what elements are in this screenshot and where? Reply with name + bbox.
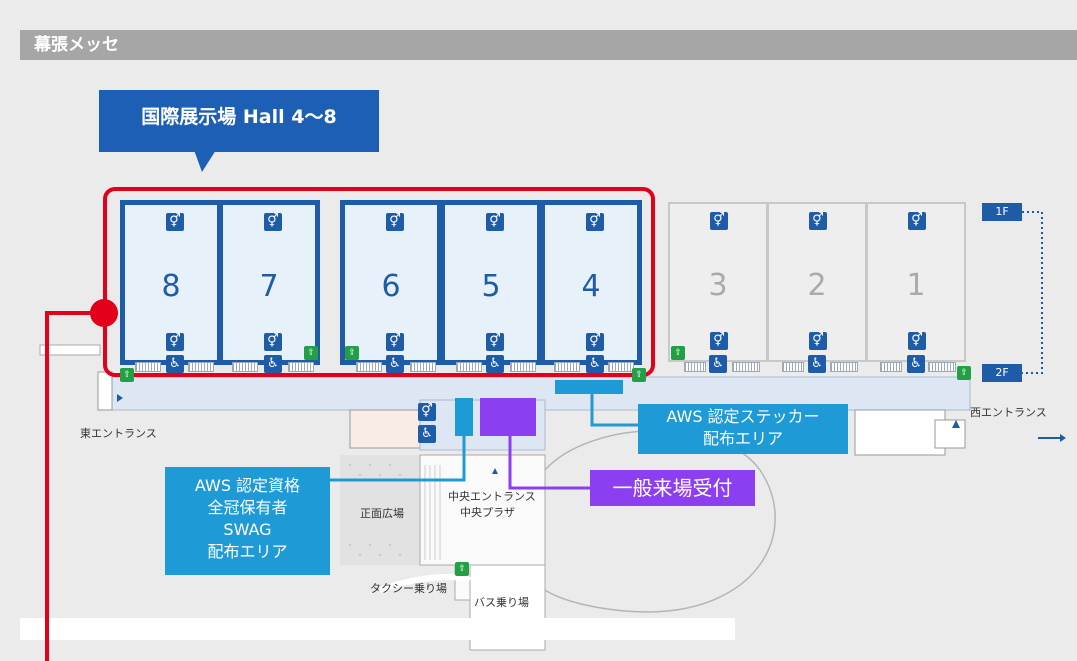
emergency-exit-icon: ⇧ bbox=[671, 346, 685, 360]
wheelchair-icon: ♿ bbox=[486, 355, 504, 373]
wheelchair-icon: ♿ bbox=[709, 355, 727, 373]
hall-2[interactable]: ⚥ 2 ⚥ bbox=[767, 202, 867, 362]
taxi-stand-label: タクシー乗り場 bbox=[370, 582, 447, 595]
swag-area-line3: SWAG bbox=[223, 520, 272, 539]
reception-label: 一般来場受付 bbox=[612, 476, 733, 500]
restroom-icon: ⚥ bbox=[166, 213, 184, 231]
hall-3[interactable]: ⚥ 3 ⚥ bbox=[668, 202, 768, 362]
swag-area-marker bbox=[455, 398, 473, 436]
sticker-area-box: AWS 認定ステッカー 配布エリア bbox=[638, 404, 848, 454]
east-entrance-label: 東エントランス bbox=[80, 427, 157, 440]
restroom-icon: ⚥ bbox=[264, 213, 282, 231]
stairs bbox=[456, 362, 482, 372]
stairs bbox=[782, 362, 804, 372]
floor-tag-label: 1F bbox=[995, 205, 1009, 218]
stairs bbox=[410, 362, 436, 372]
hall-number: 1 bbox=[906, 268, 926, 303]
hall-number: 6 bbox=[381, 269, 401, 304]
wheelchair-icon: ♿ bbox=[586, 355, 604, 373]
sticker-area-line2: 配布エリア bbox=[702, 429, 783, 448]
floor-tag-label: 2F bbox=[995, 366, 1009, 379]
sticker-area-marker bbox=[555, 380, 623, 394]
wheelchair-icon: ♿ bbox=[418, 425, 436, 443]
sticker-area-line1: AWS 認定ステッカー bbox=[666, 407, 820, 426]
stairs bbox=[928, 362, 956, 372]
hall-1[interactable]: ⚥ 1 ⚥ bbox=[866, 202, 966, 362]
stairs bbox=[510, 362, 536, 372]
restroom-icon: ⚥ bbox=[809, 212, 827, 230]
venue-header: 幕張メッセ bbox=[20, 30, 1077, 60]
stairs bbox=[232, 362, 258, 372]
stairs bbox=[830, 362, 858, 372]
reception-marker bbox=[480, 398, 536, 436]
restroom-icon: ⚥ bbox=[386, 333, 404, 351]
floor-tag-2f: 2F bbox=[982, 364, 1022, 382]
west-entrance-label: 西エントランス bbox=[970, 406, 1047, 419]
stairs bbox=[608, 362, 634, 372]
swag-area-line2: 全冠保有者 bbox=[207, 498, 288, 517]
restroom-icon: ⚥ bbox=[418, 403, 436, 421]
floor-tag-1f: 1F bbox=[982, 203, 1022, 221]
emergency-exit-icon: ⇧ bbox=[120, 368, 134, 382]
hall-number: 4 bbox=[581, 269, 601, 304]
restroom-icon: ⚥ bbox=[264, 333, 282, 351]
hall-number: 8 bbox=[161, 269, 181, 304]
stairs bbox=[135, 362, 161, 372]
restroom-icon: ⚥ bbox=[908, 332, 926, 350]
venue-title: 幕張メッセ bbox=[34, 35, 119, 55]
stairs bbox=[684, 362, 706, 372]
hall-4[interactable]: ⚥ 4 ⚥ bbox=[540, 200, 642, 365]
emergency-exit-icon: ⇧ bbox=[455, 562, 469, 576]
restroom-icon: ⚥ bbox=[908, 212, 926, 230]
restroom-icon: ⚥ bbox=[386, 213, 404, 231]
emergency-exit-icon: ⇧ bbox=[957, 366, 971, 380]
restroom-icon: ⚥ bbox=[809, 332, 827, 350]
reception-box: 一般来場受付 bbox=[590, 470, 755, 506]
restroom-icon: ⚥ bbox=[486, 333, 504, 351]
swag-area-line4: 配布エリア bbox=[207, 542, 288, 561]
wheelchair-icon: ♿ bbox=[808, 355, 826, 373]
emergency-exit-icon: ⇧ bbox=[345, 346, 359, 360]
emergency-exit-icon: ⇧ bbox=[304, 346, 318, 360]
hall-number: 7 bbox=[259, 269, 279, 304]
stairs bbox=[554, 362, 580, 372]
hall-number: 3 bbox=[708, 268, 728, 303]
stairs bbox=[288, 362, 314, 372]
hall-5[interactable]: ⚥ 5 ⚥ bbox=[440, 200, 542, 365]
swag-area-line1: AWS 認定資格 bbox=[194, 476, 301, 495]
emergency-exit-icon: ⇧ bbox=[632, 368, 646, 382]
stairs bbox=[732, 362, 760, 372]
target-halls-highlight bbox=[103, 187, 655, 377]
restroom-icon: ⚥ bbox=[486, 213, 504, 231]
central-entrance-label: 中央エントランス bbox=[448, 490, 536, 503]
hall-number: 5 bbox=[481, 269, 501, 304]
bus-stop-label: バス乗り場 bbox=[474, 596, 529, 609]
restroom-icon: ⚥ bbox=[710, 332, 728, 350]
restroom-icon: ⚥ bbox=[586, 213, 604, 231]
hall-callout-label: 国際展示場 Hall 4〜8 bbox=[141, 106, 337, 128]
wheelchair-icon: ♿ bbox=[264, 355, 282, 373]
restroom-icon: ⚥ bbox=[710, 212, 728, 230]
wheelchair-icon: ♿ bbox=[386, 355, 404, 373]
front-square-label: 正面広場 bbox=[360, 507, 404, 520]
restroom-icon: ⚥ bbox=[586, 333, 604, 351]
stairs bbox=[356, 362, 382, 372]
wheelchair-icon: ♿ bbox=[907, 355, 925, 373]
hall-number: 2 bbox=[807, 268, 827, 303]
wheelchair-icon: ♿ bbox=[166, 355, 184, 373]
swag-area-box: AWS 認定資格 全冠保有者 SWAG 配布エリア bbox=[165, 467, 330, 575]
restroom-icon: ⚥ bbox=[166, 333, 184, 351]
central-plaza-label: 中央プラザ bbox=[460, 506, 515, 519]
stairs bbox=[880, 362, 902, 372]
stairs bbox=[188, 362, 214, 372]
callout-pointer bbox=[194, 150, 216, 172]
hall-callout: 国際展示場 Hall 4〜8 bbox=[99, 90, 379, 152]
